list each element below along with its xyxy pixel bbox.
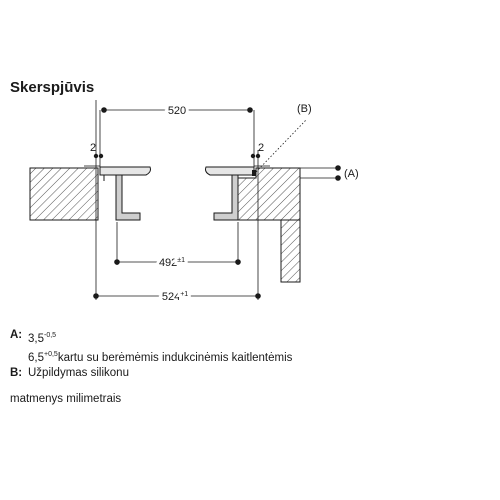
hob-edge-right [205, 166, 255, 176]
silicone-fill [252, 170, 256, 176]
hob-edge-left [99, 166, 151, 176]
legend-a-value2-sup: +0,5 [44, 350, 58, 358]
legend-a-value2: 6,5 [28, 351, 44, 364]
legend-row-b: B: Užpildymas silikonu [10, 366, 292, 381]
legend-a-text2: kartu su berėmėmis indukcinėmis kaitlent… [57, 351, 293, 364]
countertop-left [29, 167, 99, 221]
dim-top-width: 520 [168, 105, 186, 117]
legend-a-value-sup: -0,5 [44, 332, 57, 339]
dim-inner-width: 492±1 [159, 257, 185, 269]
legend-key-b: B: [10, 366, 23, 379]
section-title: Skerspjūvis [10, 79, 95, 96]
countertop-right [237, 167, 301, 221]
dim-gap-left: 2 [90, 142, 96, 154]
dim-gap-right: 2 [258, 142, 264, 154]
callout-b: (B) [297, 103, 312, 115]
units-note: matmenys milimetrais [10, 393, 122, 405]
dim-outer-width: 524+1 [162, 291, 188, 303]
legend-b-text: Užpildymas silikonu [28, 366, 129, 379]
legend: A: 3,5-0,5 6,5+0,5kartu su berėmėmis ind… [10, 328, 292, 381]
frame-bracket-left [115, 174, 141, 221]
legend-a-value: 3,5 [28, 332, 44, 345]
legend-key-a: A: [10, 329, 23, 341]
legend-row-a: A: 3,5-0,5 6,5+0,5kartu su berėmėmis ind… [10, 328, 292, 366]
legend-a-values: 3,5-0,5 6,5+0,5kartu su berėmėmis indukc… [28, 328, 292, 366]
callout-a: (A) [344, 168, 359, 180]
frame-bracket-right [213, 174, 239, 221]
side-panel [280, 219, 301, 283]
